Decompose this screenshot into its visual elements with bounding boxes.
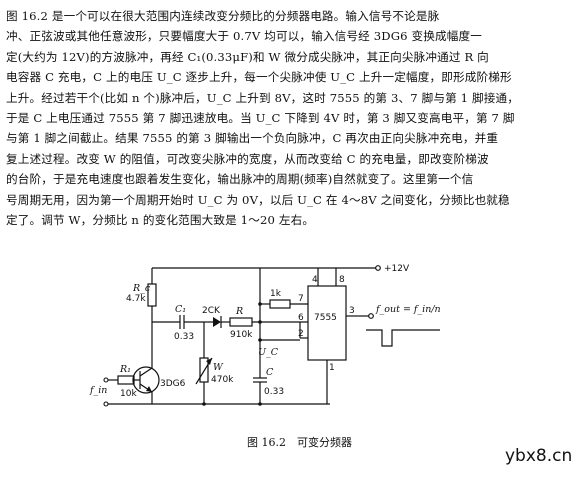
text-line: 的台阶，于是充电速度也跟着发生变化，输出脉冲的周期(频率)自然就变了。这里第一个… [6, 172, 474, 187]
pin-1: 1 [329, 363, 335, 373]
r7-label: 1k [270, 289, 282, 299]
c1-capacitor [152, 315, 204, 329]
r1-resistor [103, 375, 140, 407]
ic-7555 [307, 268, 356, 404]
r1-name: R₁ [119, 364, 131, 375]
r1-value: 10k [120, 389, 137, 399]
r-resistor [229, 317, 308, 327]
text-line: 复上述过程。改变 W 的阻值，可改变尖脉冲的宽度，从而改变给 C 的充电量，即改… [6, 151, 489, 166]
rc-resistor [147, 268, 157, 368]
rc-name: R_c [132, 283, 151, 294]
uc-node [258, 302, 308, 342]
text-line: 与第 1 脚之间截止。结果 7555 的第 3 脚输出一个负向脉冲，C 再次由正… [6, 131, 499, 146]
output-pulse-waveform [366, 329, 440, 347]
pin-8: 8 [339, 275, 345, 285]
watermark: ybx8.cn [505, 446, 572, 466]
supply-label: +12V [384, 264, 410, 274]
ic-label: 7555 [314, 313, 337, 323]
text-line: 定(大约为 12V)的方波脉冲，再经 C₁(0.33μF)和 W 微分成尖脉冲，… [6, 49, 489, 64]
diode-2ck [204, 316, 230, 328]
c-capacitor [253, 340, 267, 404]
pin-2: 2 [298, 329, 304, 339]
supply-rail [152, 265, 381, 271]
fin-label: f_in [89, 385, 107, 396]
pin-4: 4 [312, 275, 318, 285]
pin-3: 3 [349, 306, 355, 316]
w-name: W [213, 362, 224, 373]
pin-6: 6 [298, 313, 304, 323]
description-paragraph: 图 16.2 是一个可以在很大范围内连续改变分频比的分频器电路。输入信号不论是脉… [6, 6, 580, 230]
text-line: 于是 C 上电压通过 7555 第 7 脚迅速放电。当 U_C 下降到 4V 时… [6, 111, 515, 126]
text-line: 图 16.2 是一个可以在很大范围内连续改变分频比的分频器电路。输入信号不论是脉 [6, 9, 440, 23]
pin-7: 7 [298, 294, 304, 304]
transistor-label: 3DG6 [160, 379, 186, 389]
r-name: R [235, 306, 243, 317]
c-value: 0.33 [264, 387, 284, 397]
w-value: 470k [211, 375, 234, 385]
text-line: 上升。经过若干个(比如 n 个)脉冲后，U_C 上升到 8V，这时 7555 的… [6, 90, 519, 105]
figure-caption: 图 16.2 可变分频器 [247, 435, 352, 449]
c-name: C [266, 367, 274, 378]
text-line: 电容器 C 充电，C 上的电压 U_C 逐步上升，每一个尖脉冲使 U_C 上升一… [6, 70, 512, 85]
diode-label: 2CK [202, 306, 221, 316]
c1-value: 0.33 [174, 332, 194, 342]
transistor-3dg6 [132, 366, 160, 404]
r-value: 910k [230, 330, 253, 340]
rc-value: 4.7k [126, 294, 146, 304]
fout-label: f_out = f_in/n [375, 304, 441, 315]
uc-label: U_C [258, 347, 279, 358]
text-line: 冲、正弦波或其他任意波形，只要幅度大于 0.7V 均可以，输入信号经 3DG6 … [6, 29, 482, 44]
c1-name: C₁ [175, 304, 186, 315]
text-line: 定了。调节 W，分频比 n 的变化范围大致是 1～20 左右。 [6, 213, 315, 228]
w-potentiometer [195, 322, 213, 404]
ground-bus [106, 402, 330, 406]
output-terminal [356, 313, 374, 319]
r7-resistor [259, 268, 308, 309]
text-line: 号周期无用，因为第一个周期开始时 U_C 为 0V，以后 U_C 在 4～8V … [6, 192, 510, 207]
